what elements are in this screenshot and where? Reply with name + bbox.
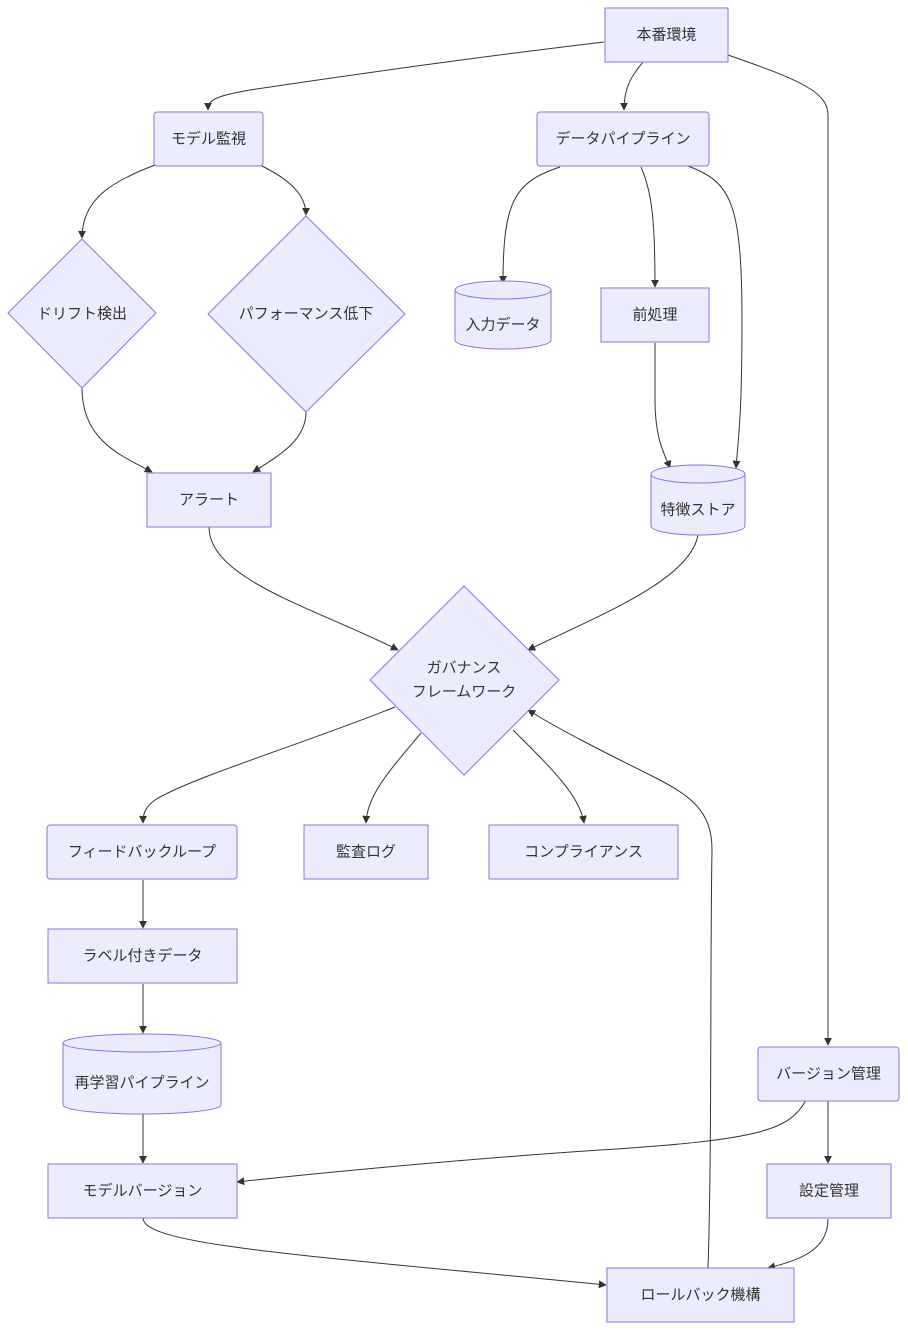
node-input-data-label: 入力データ (465, 316, 540, 334)
node-model-version[interactable]: モデルバージョン (47, 1163, 238, 1219)
node-drift-detection[interactable]: ドリフト検出 (7, 238, 157, 389)
edge-governance-to-compliance (512, 729, 587, 824)
node-rollback[interactable]: ロールバック機構 (606, 1267, 795, 1323)
edge-drift-detection-to-alert (81, 387, 153, 473)
edge-governance-to-feedback-loop (139, 706, 396, 824)
node-feedback-loop-label: フィードバックループ (68, 843, 216, 861)
node-version-management[interactable]: バージョン管理 (757, 1046, 900, 1102)
node-rollback-label: ロールバック機構 (640, 1286, 760, 1304)
edge-feature-store-to-governance (527, 534, 699, 651)
node-labeled-data-label: ラベル付きデータ (82, 947, 202, 965)
node-model-monitoring[interactable]: モデル監視 (153, 111, 264, 167)
node-feature-store-label: 特徴ストア (660, 501, 735, 519)
node-preprocessing[interactable]: 前処理 (600, 287, 710, 343)
node-compliance-label: コンプライアンス (524, 843, 643, 861)
node-governance[interactable]: ガバナンス フレームワーク (369, 585, 560, 776)
node-governance-label-line2: フレームワーク (412, 683, 517, 701)
edge-production-to-model-monitoring (204, 41, 605, 111)
edge-model-monitoring-to-performance-drop (261, 165, 310, 216)
node-governance-label-line1: ガバナンス (427, 659, 502, 677)
node-labeled-data[interactable]: ラベル付きデータ (47, 928, 238, 984)
node-production-label: 本番環境 (636, 26, 696, 44)
edge-config-management-to-rollback (767, 1218, 829, 1271)
edge-preprocessing-to-feature-store (654, 343, 672, 469)
edge-governance-to-audit-log (362, 732, 422, 824)
node-preprocessing-label: 前処理 (632, 306, 677, 324)
node-config-management[interactable]: 設定管理 (766, 1163, 892, 1219)
edge-data-pipeline-to-feature-store (687, 165, 743, 469)
edge-performance-drop-to-alert (252, 411, 307, 473)
edge-version-management-to-model-version (236, 1099, 807, 1186)
edge-alert-to-governance (208, 526, 399, 651)
node-version-management-label: バージョン管理 (776, 1065, 881, 1083)
edge-production-to-data-pipeline (620, 61, 644, 111)
node-alert[interactable]: アラート (146, 472, 272, 528)
edge-data-pipeline-to-input-data (499, 166, 561, 284)
node-model-monitoring-label: モデル監視 (171, 130, 246, 148)
node-audit-log-label: 監査ログ (336, 843, 396, 861)
node-drift-detection-label: ドリフト検出 (37, 305, 127, 323)
edge-rollback-to-governance (527, 709, 713, 1269)
node-feature-store[interactable]: 特徴ストア (650, 464, 746, 536)
edge-production-to-version-management (727, 54, 832, 1046)
node-data-pipeline-label: データパイプライン (555, 130, 690, 148)
nodes: 本番環境 モデル監視 データパイプライン ドリフト検出 パフォーマンス低下 入力… (7, 7, 900, 1323)
node-production[interactable]: 本番環境 (604, 7, 729, 63)
edge-model-monitoring-to-drift-detection (78, 164, 156, 239)
node-input-data[interactable]: 入力データ (454, 280, 552, 350)
node-config-management-label: 設定管理 (799, 1182, 859, 1200)
edges (78, 41, 832, 1289)
edge-data-pipeline-to-preprocessing (640, 166, 659, 288)
node-performance-drop-label: パフォーマンス低下 (239, 305, 374, 323)
edge-model-version-to-rollback (142, 1217, 607, 1289)
node-compliance[interactable]: コンプライアンス (488, 824, 679, 880)
node-audit-log[interactable]: 監査ログ (303, 824, 429, 880)
node-retraining-pipeline-label: 再学習パイプライン (74, 1074, 209, 1092)
node-alert-label: アラート (179, 491, 239, 509)
node-model-version-label: モデルバージョン (83, 1182, 203, 1200)
node-data-pipeline[interactable]: データパイプライン (536, 111, 710, 167)
node-retraining-pipeline[interactable]: 再学習パイプライン (62, 1033, 222, 1115)
node-performance-drop[interactable]: パフォーマンス低下 (207, 215, 406, 413)
node-feedback-loop[interactable]: フィードバックループ (46, 824, 238, 880)
